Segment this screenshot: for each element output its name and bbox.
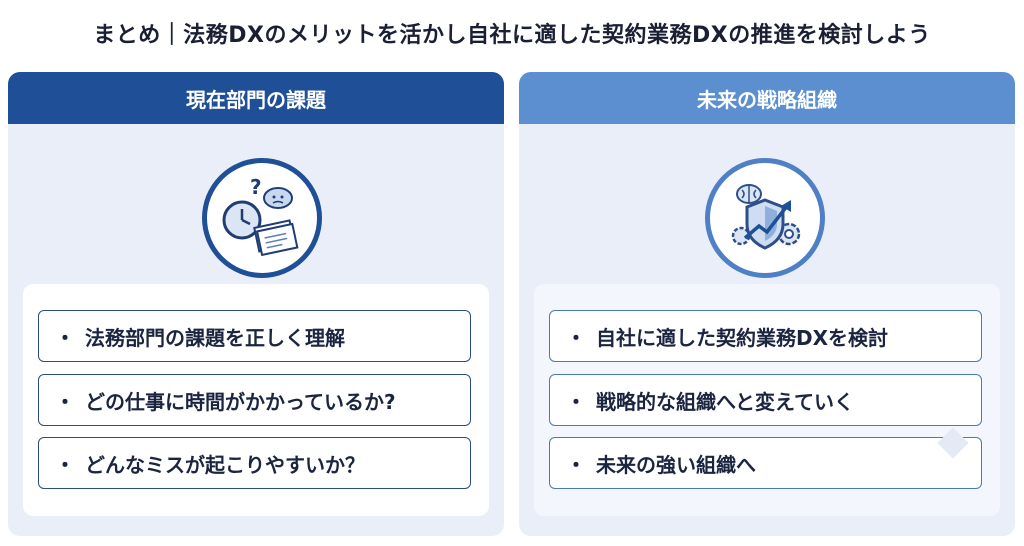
list-item: ・ どんなミスが起こりやすいか？ bbox=[38, 437, 471, 489]
future-organization-panel: 未来の戦略組織 ・ 自社に適した契約業務DXを検討 ・ 戦略的な組織へと変えてい… bbox=[519, 72, 1015, 536]
bullet: ・ bbox=[566, 325, 586, 350]
future-organization-card: ・ 自社に適した契約業務DXを検討 ・ 戦略的な組織へと変えていく ・ 未来の強… bbox=[534, 284, 1000, 516]
page-title: まとめ｜法務DXのメリットを活かし自社に適した契約業務DXの推進を検討しよう bbox=[93, 23, 931, 48]
list-item: ・ 法務部門の課題を正しく理解 bbox=[38, 310, 471, 362]
list-item-text: 戦略的な組織へと変えていく bbox=[596, 389, 854, 414]
list-item-text: どんなミスが起こりやすいか？ bbox=[85, 452, 365, 477]
svg-text:?: ? bbox=[250, 175, 262, 199]
list-item: ・ どの仕事に時間がかかっているか? bbox=[38, 374, 471, 426]
bullet: ・ bbox=[566, 452, 586, 477]
list-item-text: 自社に適した契約業務DXを検討 bbox=[596, 325, 889, 350]
current-issues-header: 現在部門の課題 bbox=[8, 72, 504, 124]
list-item-text: どの仕事に時間がかかっているか? bbox=[85, 389, 396, 414]
bullet: ・ bbox=[55, 452, 75, 477]
current-issues-panel: 現在部門の課題 ? ・ 法務部門の課題を正し bbox=[8, 72, 504, 536]
bullet: ・ bbox=[55, 389, 75, 414]
list-item: ・ 未来の強い組織へ bbox=[549, 437, 982, 489]
clock-documents-question-icon: ? bbox=[202, 158, 322, 278]
brain-shield-growth-icon bbox=[705, 158, 825, 278]
current-issues-card: ・ 法務部門の課題を正しく理解 ・ どの仕事に時間がかかっているか? ・ どんな… bbox=[23, 284, 489, 516]
list-item-text: 未来の強い組織へ bbox=[596, 452, 756, 477]
list-item-text: 法務部門の課題を正しく理解 bbox=[85, 325, 345, 350]
bullet: ・ bbox=[566, 389, 586, 414]
future-organization-header: 未来の戦略組織 bbox=[519, 72, 1015, 124]
list-item: ・ 戦略的な組織へと変えていく bbox=[549, 374, 982, 426]
bullet: ・ bbox=[55, 325, 75, 350]
list-item: ・ 自社に適した契約業務DXを検討 bbox=[549, 310, 982, 362]
